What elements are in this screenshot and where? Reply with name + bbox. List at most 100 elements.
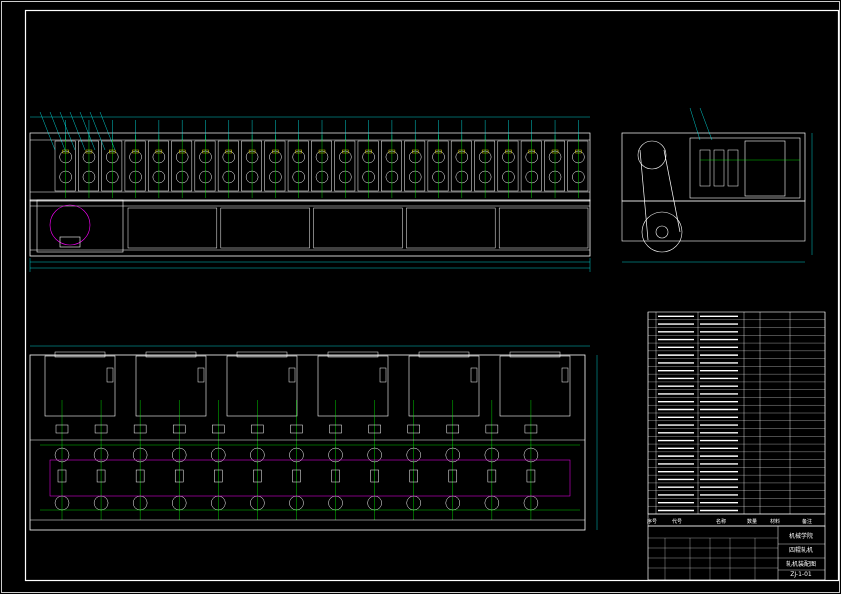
drive-housing <box>36 199 124 253</box>
adjust-screw <box>318 149 326 154</box>
parts-header-label: 代号 <box>672 518 682 525</box>
rolling-stand <box>334 120 356 198</box>
base-bay <box>127 207 218 249</box>
stand-housing <box>194 140 216 192</box>
bearing-block <box>713 149 725 187</box>
rolling-stand <box>474 120 496 198</box>
rolling-stand <box>217 120 239 198</box>
sprocket-hub <box>655 225 669 239</box>
coupling <box>174 469 184 483</box>
gearbox <box>317 355 389 417</box>
stand-housing <box>78 140 99 192</box>
lower-sprocket <box>641 211 683 253</box>
upper-roll-plan <box>484 447 500 463</box>
stand-housing <box>404 140 426 192</box>
gearbox-coupling <box>561 367 569 383</box>
stand-housing <box>54 140 76 192</box>
gearbox <box>44 355 116 417</box>
adjust-screw <box>575 149 582 154</box>
coupling <box>409 469 418 483</box>
stand-housing <box>334 140 356 192</box>
base-bay <box>313 207 403 249</box>
upper-roll-plan <box>132 447 148 463</box>
stand-housing <box>101 140 123 192</box>
side-elevation-view <box>621 107 813 263</box>
bearing-seat <box>133 424 147 434</box>
part-leader <box>59 111 76 151</box>
parts-header-label: 名称 <box>716 518 726 525</box>
stand-housing <box>241 140 262 192</box>
stand-housing <box>287 140 309 192</box>
rolling-stand <box>567 120 589 198</box>
side-base <box>621 200 806 242</box>
bearing-seat <box>446 424 460 434</box>
base-bay <box>406 207 496 249</box>
stand-housing <box>124 140 146 192</box>
gearbox-coupling <box>288 367 296 383</box>
drive-motor <box>59 236 81 248</box>
adjust-screw <box>458 149 466 154</box>
coupling <box>370 469 379 483</box>
side-leader <box>689 107 701 141</box>
rolling-stand <box>241 120 262 198</box>
upper-sprocket <box>637 140 667 170</box>
bearing-seat <box>55 424 69 434</box>
coupling <box>487 469 497 483</box>
gearbox-cover <box>327 351 379 358</box>
rolling-stand <box>101 120 123 198</box>
adjust-screw <box>435 149 442 154</box>
bearing-seat <box>524 424 538 434</box>
upper-roll-plan <box>171 447 187 463</box>
gearbox-cover <box>418 351 470 358</box>
rolling-stand <box>171 120 193 198</box>
rolling-stand <box>450 120 472 198</box>
upper-roll-plan <box>328 447 343 463</box>
adjust-screw <box>155 149 163 154</box>
stand-housing <box>217 140 239 192</box>
bearing-seat <box>329 424 342 434</box>
stand-housing <box>171 140 193 192</box>
gearbox-coupling <box>197 367 205 383</box>
parts-header-label: 序号 <box>647 518 657 525</box>
gearbox-coupling <box>379 367 387 383</box>
rolling-stand <box>264 120 286 198</box>
bearing-block <box>727 149 739 187</box>
bearing-seat <box>485 424 499 434</box>
rolling-stand <box>54 120 76 198</box>
adjust-screw <box>62 149 69 154</box>
side-bearing-block <box>744 140 786 197</box>
coupling <box>448 469 458 483</box>
adjust-screw <box>178 149 186 154</box>
gearbox <box>499 355 571 417</box>
side-leader <box>699 107 713 141</box>
gearbox <box>135 355 207 417</box>
adjust-screw <box>388 149 396 154</box>
part-leader <box>69 111 86 151</box>
gearbox-coupling <box>106 367 114 383</box>
parts-header-label: 备注 <box>802 518 812 525</box>
bearing-seat <box>407 424 420 434</box>
upper-roll-plan <box>523 447 539 463</box>
adjust-screw <box>528 149 535 154</box>
upper-roll-plan <box>250 447 265 463</box>
inner-frame <box>24 9 840 582</box>
stand-housing <box>474 140 496 192</box>
rolling-stand <box>497 120 519 198</box>
drive-flywheel <box>49 204 91 246</box>
rolling-stand <box>381 120 402 198</box>
adjust-screw <box>272 149 279 154</box>
part-leader <box>39 111 56 151</box>
adjust-screw <box>202 149 209 154</box>
coupling <box>292 469 301 483</box>
hidden-outline <box>49 459 571 497</box>
rolling-stand <box>404 120 426 198</box>
adjust-screw <box>342 149 349 154</box>
adjust-screw <box>551 149 559 154</box>
parts-header-label: 数量 <box>747 518 757 525</box>
rolling-stand <box>78 120 99 198</box>
coupling <box>135 469 145 483</box>
parts-list-table: 序号代号名称数量材料备注 <box>647 311 826 527</box>
upper-roll-plan <box>93 447 109 463</box>
